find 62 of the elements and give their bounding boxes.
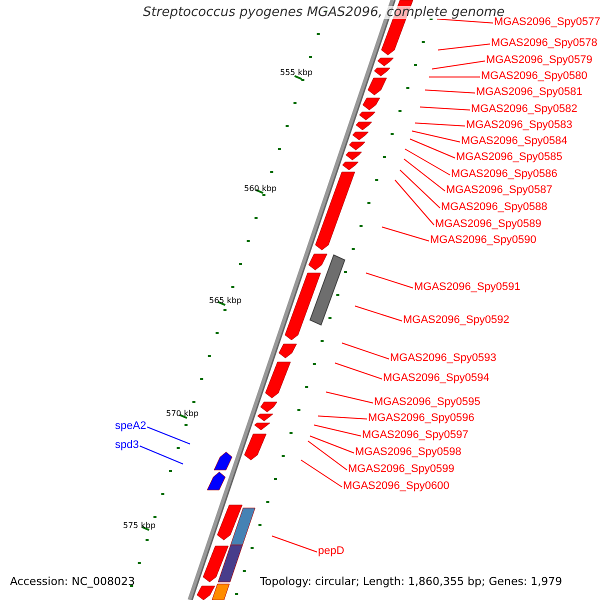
leader-line <box>310 436 354 454</box>
genome-stats-text: Topology: circular; Length: 1,860,355 bp; Genes: 1,979 <box>260 575 562 588</box>
gene-label: MGAS2096_Spy0585 <box>456 151 562 164</box>
leader-line <box>139 446 184 464</box>
gene-label: spd3 <box>115 439 139 452</box>
gene-label: MGAS2096_Spy0582 <box>471 103 578 116</box>
leader-line <box>334 362 382 380</box>
leader-line <box>318 416 368 420</box>
gene-label: speA2 <box>115 420 146 433</box>
gene-label: MGAS2096_Spy0594 <box>383 372 490 385</box>
leader-line <box>272 536 318 552</box>
leader-line <box>366 272 414 288</box>
gene-label: pepD <box>318 545 344 558</box>
gene-label: MGAS2096_Spy0599 <box>348 463 454 476</box>
gene-label: MGAS2096_Spy0583 <box>466 119 572 132</box>
leader-line <box>404 158 446 192</box>
leader-line <box>436 18 494 24</box>
gene-label: MGAS2096_Spy0580 <box>481 70 588 83</box>
leader-line <box>438 44 490 50</box>
gene-label: MGAS2096_Spy0588 <box>441 201 548 214</box>
gene-label: MGAS2096_Spy0577 <box>494 16 600 29</box>
gene-label: MGAS2096_Spy0598 <box>355 446 462 459</box>
leader-line <box>420 106 470 110</box>
gene-label: MGAS2096_Spy0579 <box>486 54 592 67</box>
leader-line <box>424 90 476 94</box>
position-label: 575 kbp <box>123 520 156 532</box>
gene-label: MGAS2096_Spy0584 <box>461 135 568 148</box>
leader-line <box>414 122 466 126</box>
leader-line <box>308 440 348 470</box>
gene-label: MGAS2096_Spy0592 <box>403 314 510 327</box>
gene-label: MGAS2096_Spy0586 <box>451 168 558 181</box>
leader-line <box>354 306 402 322</box>
gene-label: MGAS2096_Spy0587 <box>446 184 552 197</box>
leader-line <box>412 130 460 142</box>
genome-title: Streptococcus pyogenes MGAS2096, complete genome <box>143 6 505 19</box>
leader-line <box>326 392 374 404</box>
gene-label: MGAS2096_Spy0591 <box>414 281 520 294</box>
gene-label: MGAS2096_Spy0590 <box>430 234 536 247</box>
leader-line <box>428 76 480 78</box>
leader-line <box>394 180 434 226</box>
leader-line <box>146 426 190 444</box>
leader-line <box>404 148 450 176</box>
position-label: 560 kbp <box>244 183 277 195</box>
gene-label: MGAS2096_Spy0595 <box>374 396 480 409</box>
leader-line <box>410 138 456 158</box>
leader-line <box>400 170 440 208</box>
position-label: 570 kbp <box>166 408 199 420</box>
gene-label: MGAS2096_Spy0589 <box>435 218 542 231</box>
position-label: 565 kbp <box>209 295 242 307</box>
position-label: 555 kbp <box>280 67 313 79</box>
gene-label: MGAS2096_Spy0581 <box>476 86 582 99</box>
leader-line <box>314 424 362 436</box>
leader-line <box>432 60 486 70</box>
leader-line <box>342 342 390 360</box>
gene-label: MGAS2096_Spy0593 <box>390 352 496 365</box>
leader-line <box>300 460 342 488</box>
gene-label: MGAS2096_Spy0578 <box>491 37 598 50</box>
gene-label: MGAS2096_Spy0596 <box>368 412 474 425</box>
leader-line <box>382 226 430 242</box>
gene-label: MGAS2096_Spy0597 <box>362 429 468 442</box>
accession-text: Accession: NC_008023 <box>10 575 136 588</box>
gene-label: MGAS2096_Spy0600 <box>343 480 450 493</box>
